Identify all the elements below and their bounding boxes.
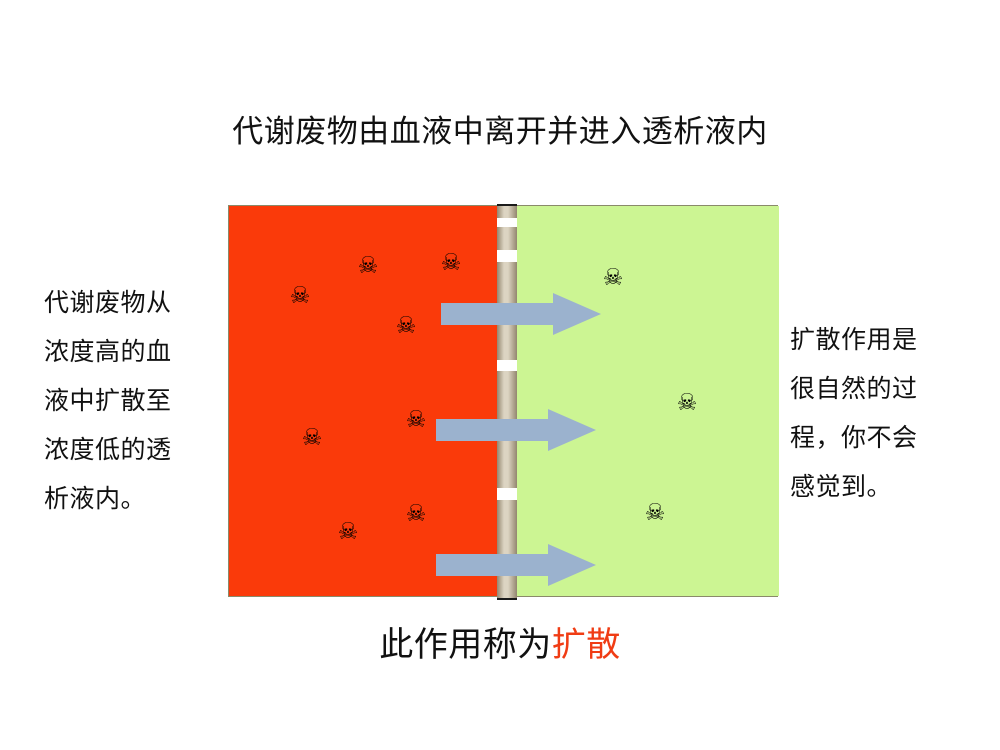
left-description-text: 代谢废物从 浓度高的血 液中扩散至 浓度低的透 析液内。 — [44, 288, 172, 513]
membrane-pore-3 — [497, 360, 517, 371]
diffusion-arrow-1 — [441, 293, 601, 335]
skull-and-crossbones-icon: ☠ — [357, 253, 379, 279]
skull-and-crossbones-icon: ☠ — [337, 519, 359, 545]
semi-permeable-membrane — [497, 204, 517, 600]
skull-and-crossbones-icon: ☠ — [395, 313, 417, 339]
page-title: 代谢废物由血液中离开并进入透析液内 — [232, 114, 768, 150]
skull-and-crossbones-icon: ☠ — [289, 283, 311, 309]
right-description-text: 扩散作用是 很自然的过 程，你不会 感觉到。 — [790, 325, 918, 501]
membrane-pore-2 — [497, 250, 517, 262]
skull-and-crossbones-icon: ☠ — [405, 501, 427, 527]
skull-and-crossbones-icon: ☠ — [301, 425, 323, 451]
dialysate-compartment — [517, 206, 779, 596]
skull-and-crossbones-icon: ☠ — [644, 500, 666, 526]
membrane-pore-1 — [497, 218, 517, 227]
skull-and-crossbones-icon: ☠ — [405, 407, 427, 433]
bottom-caption-plain: 此作用称为 — [379, 625, 552, 665]
skull-and-crossbones-icon: ☠ — [602, 265, 624, 291]
diffusion-arrow-2 — [436, 409, 596, 451]
diffusion-diagram: ☠ ☠ ☠ ☠ ☠ ☠ ☠ ☠ ☠ ☠ ☠ — [228, 204, 779, 600]
diffusion-arrow-3 — [436, 544, 596, 586]
bottom-caption: 此作用称为扩散 — [0, 622, 1000, 668]
blood-compartment — [229, 206, 497, 596]
membrane-pore-4 — [497, 488, 517, 500]
bottom-caption-highlight: 扩散 — [551, 625, 621, 665]
skull-and-crossbones-icon: ☠ — [440, 250, 462, 276]
skull-and-crossbones-icon: ☠ — [676, 390, 698, 416]
